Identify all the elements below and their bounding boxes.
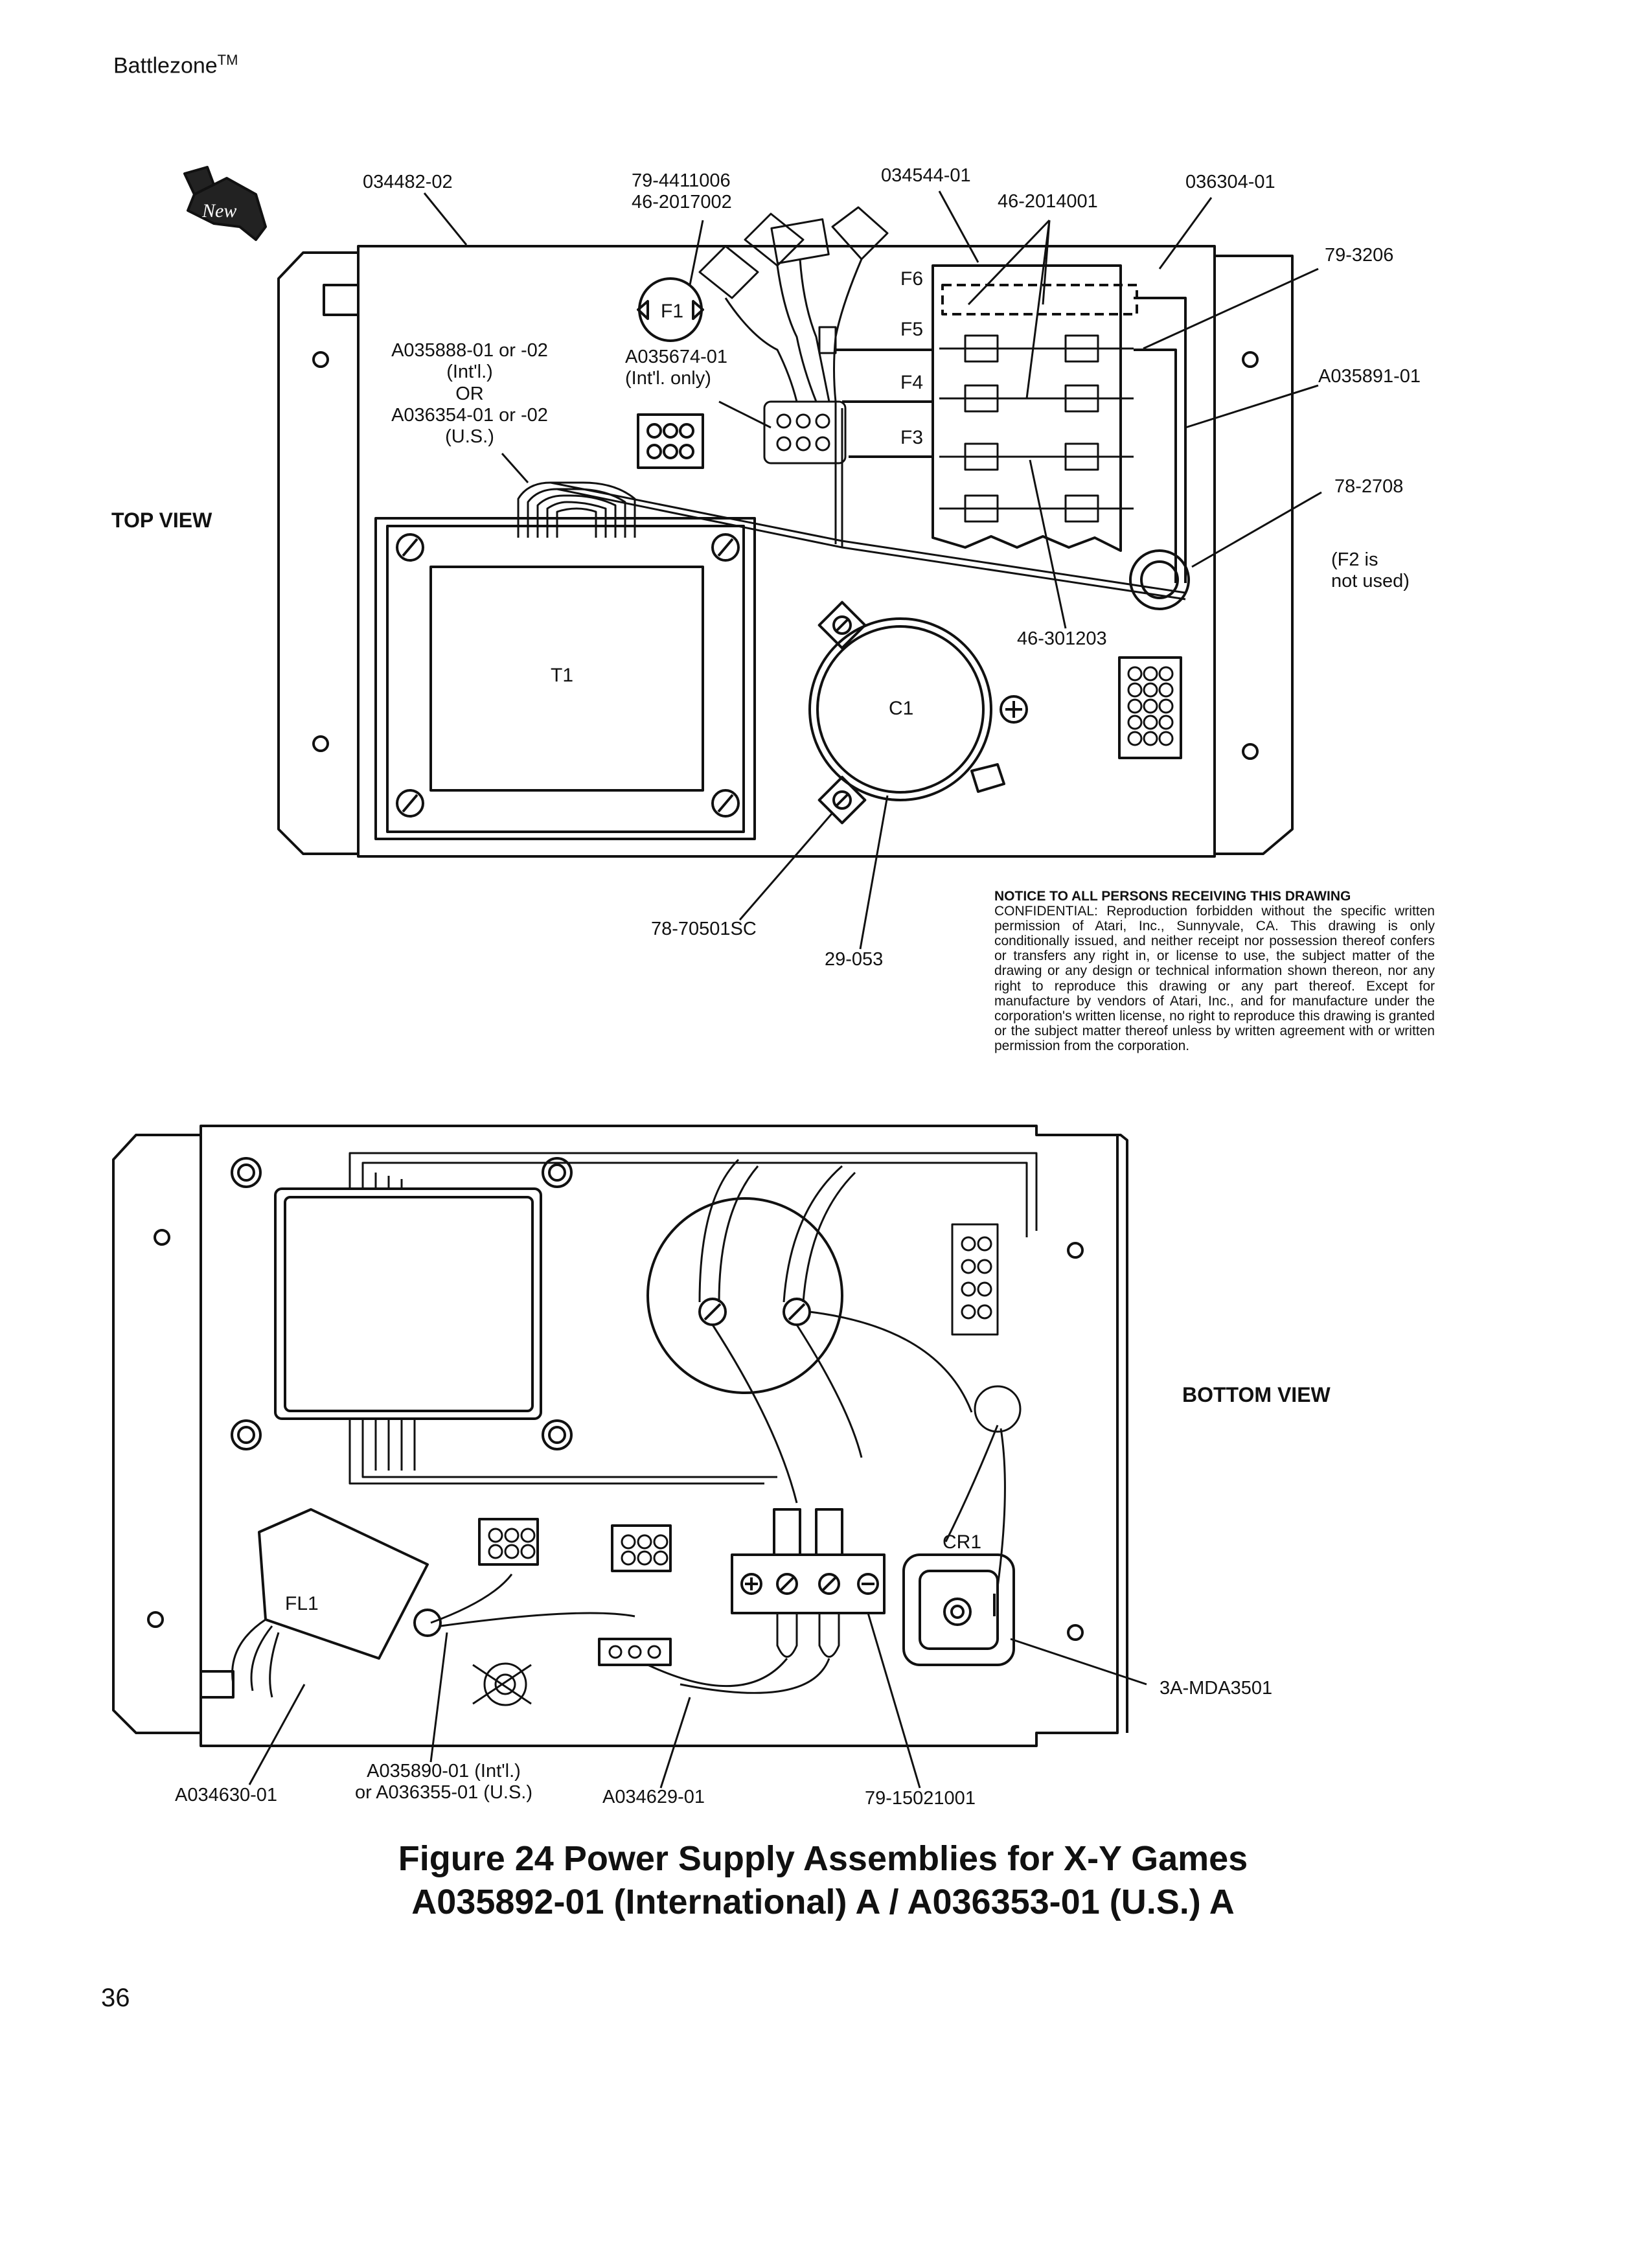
bottom-transformer — [231, 1157, 573, 1450]
terminal-strip — [1118, 656, 1182, 759]
callout-79-4411006: 79-4411006 46-2017002 — [632, 170, 732, 213]
top-view-leader-lines — [423, 190, 1322, 950]
callout-A035891-01: A035891-01 — [1318, 366, 1421, 387]
notice-title: NOTICE TO ALL PERSONS RECEIVING THIS DRA… — [994, 889, 1351, 904]
notice-body: CONFIDENTIAL: Reproduction forbidden wit… — [994, 904, 1435, 1053]
connector-6-pin — [637, 413, 704, 469]
label-f3: F3 — [900, 427, 923, 448]
confidentiality-notice: NOTICE TO ALL PERSONS RECEIVING THIS DRA… — [994, 889, 1435, 1053]
callout-034544-01: 034544-01 — [881, 165, 971, 186]
label-f6: F6 — [900, 268, 923, 290]
callout-A034630-01: A034630-01 — [175, 1785, 278, 1805]
callout-A035888-01: A035888-01 or -02 (Int'l.) OR A036354-01… — [391, 340, 548, 448]
figure-caption-line-1: Figure 24 Power Supply Assemblies for X-… — [398, 1839, 1248, 1878]
connector-plugs — [698, 206, 889, 464]
grommet — [1129, 549, 1190, 610]
fuse-block — [836, 264, 1187, 583]
callout-036304-01: 036304-01 — [1185, 172, 1275, 192]
callout-79-15021001: 79-15021001 — [865, 1788, 976, 1809]
callout-A035674-01: A035674-01 (Int'l. only) — [625, 347, 728, 389]
capacitor-c1 — [808, 601, 1028, 825]
callout-46-2014001: 46-2014001 — [998, 191, 1098, 212]
label-c1: C1 — [889, 698, 913, 719]
filter-fl1 — [231, 1508, 635, 1698]
label-f4: F4 — [900, 372, 923, 393]
connectors-bottom-middle — [478, 1518, 672, 1666]
badge-text: New — [201, 200, 236, 222]
callout-034482-02: 034482-02 — [363, 172, 453, 192]
header-title: Battlezone — [113, 53, 218, 78]
pointing-hand-icon: New — [183, 166, 267, 241]
bottom-view-label: BOTTOM VIEW — [1182, 1383, 1331, 1406]
label-t1: T1 — [551, 665, 573, 686]
callout-A034629-01: A034629-01 — [602, 1787, 705, 1807]
trademark-mark: TM — [217, 52, 238, 68]
connector-right-cluster — [944, 1223, 1022, 1588]
callout-79-3206: 79-3206 — [1325, 245, 1394, 266]
terminal-block-79-15021001 — [647, 1508, 886, 1694]
top-view-label: TOP VIEW — [111, 509, 212, 532]
bottom-capacitor — [646, 1158, 973, 1504]
label-f1: F1 — [661, 301, 683, 322]
label-cr1: CR1 — [943, 1531, 981, 1553]
transformer-t1 — [374, 517, 756, 840]
document-header: BattlezoneTM — [113, 52, 238, 78]
wire-harness — [517, 402, 1186, 601]
ground-lug — [472, 1662, 532, 1706]
callout-29-053: 29-053 — [825, 949, 884, 970]
page-number: 36 — [101, 1984, 130, 2012]
callout-78-2708: 78-2708 — [1334, 476, 1404, 497]
figure-caption-line-2: A035892-01 (International) A / A036353-0… — [411, 1883, 1235, 1921]
fuse-holder-f1 — [637, 277, 704, 342]
rectifier-cr1 — [902, 1553, 1015, 1666]
label-fl1: FL1 — [285, 1593, 319, 1614]
callout-78-70501SC: 78-70501SC — [651, 919, 757, 939]
bottom-view-leader-lines — [248, 1612, 1147, 1789]
callout-A035890-01: A035890-01 (Int'l.) or A036355-01 (U.S.) — [354, 1761, 533, 1804]
callout-f2-note: (F2 is not used) — [1331, 549, 1410, 592]
label-f5: F5 — [900, 319, 923, 340]
bottom-wire-harness — [349, 1152, 1038, 1485]
callout-3A-MDA3501: 3A-MDA3501 — [1160, 1678, 1273, 1699]
callout-46-301203: 46-301203 — [1017, 628, 1107, 649]
